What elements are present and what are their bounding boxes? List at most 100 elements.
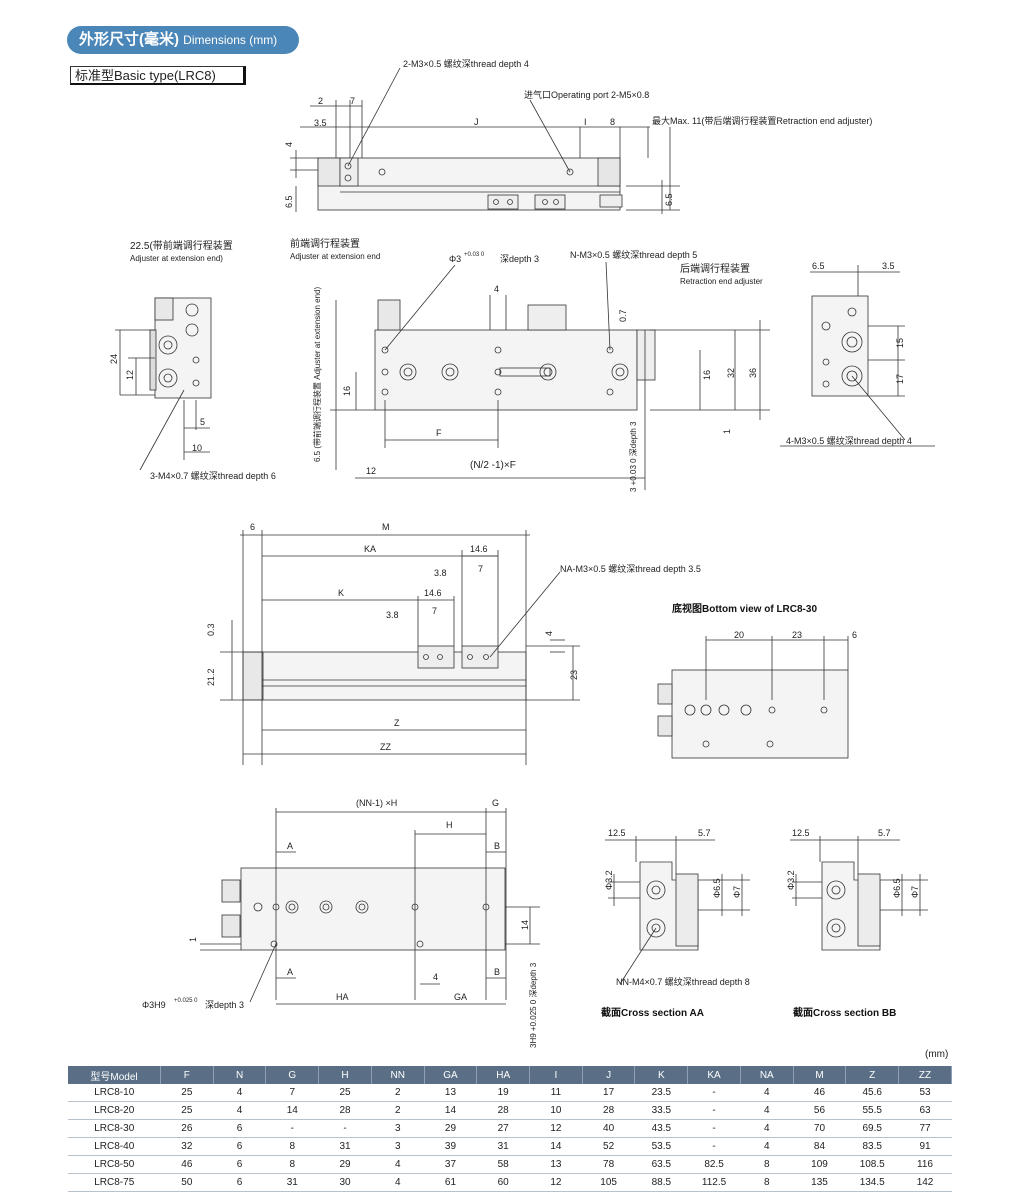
table-cell: 7 [265, 1084, 319, 1102]
dim-3-8-top: 3.8 [434, 568, 447, 578]
dim-6-5-left: 6.5 [284, 195, 294, 208]
label-adj-ext-cn: 22.5(带前端调行程装置 [130, 239, 233, 252]
label-phi3h9: Φ3H9 [142, 1000, 166, 1010]
table-cell: 25 [160, 1084, 214, 1102]
col-header-KA: KA [687, 1066, 741, 1084]
dim-6-5-end: 6.5 [812, 261, 825, 271]
label-top-thread: 2-M3×0.5 螺纹深thread depth 4 [403, 58, 529, 69]
dim-4-front: 4 [494, 284, 499, 294]
table-cell: - [265, 1119, 319, 1138]
table-cell: - [687, 1119, 741, 1138]
table-cell: 105 [582, 1173, 635, 1192]
table-cell: 108.5 [845, 1155, 899, 1174]
table-cell: 8 [265, 1155, 319, 1174]
dim-7: 7 [350, 96, 355, 106]
table-cell: 55.5 [845, 1101, 899, 1120]
dim-23-bottom: 23 [792, 630, 802, 640]
dim-23-side: 23 [569, 670, 579, 680]
table-cell: 83.5 [845, 1137, 899, 1156]
table-cell: 4 [740, 1119, 794, 1138]
label-front-adj-en: Adjuster at extension end [290, 252, 380, 261]
table-cell: 25 [318, 1084, 372, 1102]
col-header-HA: HA [476, 1066, 531, 1084]
dim-5-7-bb: 5.7 [878, 828, 891, 838]
label-bottom-view: 底视图Bottom view of LRC8-30 [672, 602, 817, 615]
col-header-J: J [582, 1066, 636, 1084]
table-cell: 31 [318, 1137, 372, 1156]
caption-section-aa: 截面Cross section AA [601, 1006, 704, 1019]
label-ext-vertical: 6.5 (带前端调行程装置 Adjuster at extension end) [312, 286, 322, 462]
section-B-bottom: B [494, 967, 500, 977]
table-cell: 78 [582, 1155, 635, 1174]
table-cell: 6 [213, 1137, 266, 1156]
bottom-view [657, 636, 849, 759]
table-cell: 91 [898, 1137, 952, 1156]
table-cell: 88.5 [634, 1173, 688, 1192]
dim-0-3: 0.3 [206, 623, 216, 636]
table-cell: 58 [476, 1155, 530, 1174]
section-A-top: A [287, 841, 293, 851]
table-cell: 63 [898, 1101, 952, 1120]
dim-1-lower: 1 [188, 937, 198, 942]
dim-0-7: 0.7 [618, 309, 628, 322]
table-cell: 32 [160, 1137, 214, 1156]
dim-3-8: 3.8 [386, 610, 399, 620]
col-header-F: F [160, 1066, 214, 1084]
label-h9-tol: +0.025 0 [174, 998, 198, 1004]
dim-4-side: 4 [544, 631, 554, 636]
table-cell: 28 [318, 1101, 372, 1120]
label-m4-thread: 3-M4×0.7 螺纹深thread depth 6 [150, 470, 276, 481]
label-max-11: 最大Max. 11(带后端调行程装置Retraction end adjuste… [652, 115, 872, 126]
table-cell: 13 [424, 1084, 477, 1102]
dim-4-left: 4 [284, 142, 294, 147]
table-cell: 3 [371, 1137, 425, 1156]
table-cell: 31 [265, 1173, 319, 1192]
spec-table: 型号Model F N G H NN GA HA I J K KA NA M Z… [68, 1066, 952, 1192]
dim-phi6-5-bb: Φ6.5 [892, 878, 902, 898]
table-cell: 60 [476, 1173, 530, 1192]
dim-6-bottom: 6 [852, 630, 857, 640]
dim-6-5-right: 6.5 [664, 193, 674, 206]
col-header-model: 型号Model [68, 1066, 161, 1084]
label-h9-vertical: 3H9 +0.025 0 深depth 3 [529, 962, 538, 1048]
table-cell: 14 [265, 1101, 319, 1120]
dim-14: 14 [520, 920, 530, 930]
table-unit: (mm) [925, 1049, 949, 1060]
dim-phi3-2-bb: Φ3.2 [786, 870, 796, 890]
table-cell: 53.5 [634, 1137, 688, 1156]
col-header-I: I [529, 1066, 583, 1084]
table-cell: 11 [529, 1084, 583, 1102]
dim-7-top: 7 [478, 564, 483, 574]
table-cell: 50 [160, 1173, 214, 1192]
table-cell: - [687, 1084, 741, 1102]
dim-phi3-2-aa: Φ3.2 [604, 870, 614, 890]
dim-KA: KA [364, 544, 376, 554]
table-cell: 84 [793, 1137, 846, 1156]
table-cell: 109 [793, 1155, 846, 1174]
dim-1-front: 1 [722, 429, 732, 434]
dim-phi7-bb: Φ7 [910, 886, 920, 898]
table-cell: 23.5 [634, 1084, 688, 1102]
table-cell: 69.5 [845, 1119, 899, 1138]
end-view-right [780, 265, 935, 447]
caption-section-bb: 截面Cross section BB [793, 1006, 896, 1019]
label-nn-thread: NN-M4×0.7 螺纹深thread depth 8 [616, 976, 750, 987]
dim-H: H [446, 820, 453, 830]
table-cell: 4 [740, 1101, 794, 1120]
table-cell: 29 [318, 1155, 372, 1174]
table-cell: 53 [898, 1084, 952, 1102]
table-cell: 12 [529, 1173, 583, 1192]
dim-12-5-bb: 12.5 [792, 828, 810, 838]
dim-HA: HA [336, 992, 349, 1002]
section-B-top: B [494, 841, 500, 851]
dim-24: 24 [109, 354, 119, 364]
table-cell: 30 [318, 1173, 372, 1192]
table-cell-model: LRC8-10 [68, 1084, 161, 1102]
dim-16-left: 16 [342, 386, 352, 396]
table-cell-model: LRC8-20 [68, 1101, 161, 1120]
dim-F: F [436, 428, 442, 438]
